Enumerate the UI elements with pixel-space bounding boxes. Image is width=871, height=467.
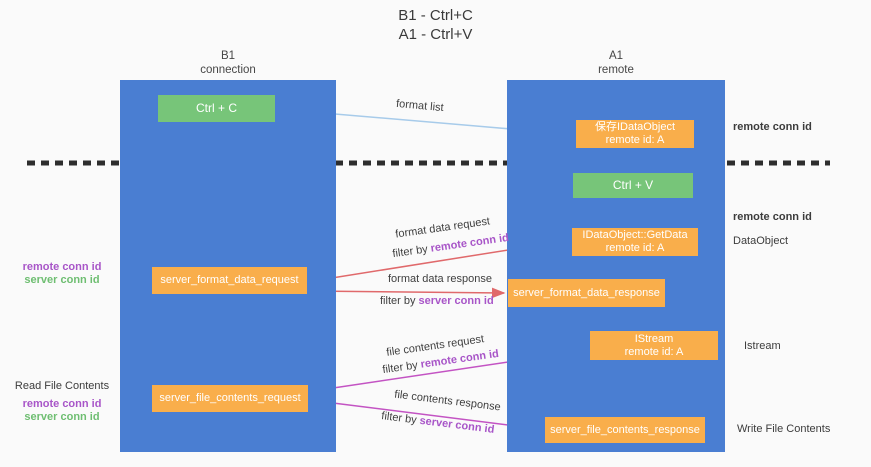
node-server-format-data-request: server_format_data_request: [152, 267, 307, 294]
node-ctrl-c-label: Ctrl + C: [195, 101, 237, 115]
node-idataobject-getdata: IDataObject::GetData remote id: A: [572, 228, 698, 256]
diagram-title: B1 - Ctrl+C A1 - Ctrl+V: [0, 6, 871, 44]
node-ctrl-v-label: Ctrl + V: [612, 178, 654, 192]
node-save-idataobject-line1: 保存IDataObject: [594, 121, 676, 133]
lane-a1-name: A1: [608, 50, 624, 62]
node-istream-line2: remote id: A: [624, 345, 684, 358]
label-format-data-response: format data response: [388, 273, 492, 285]
node-server-file-contents-response: server_file_contents_response: [545, 417, 705, 443]
node-ctrl-v: Ctrl + V: [573, 173, 693, 198]
arrow-format-data-response: [307, 287, 506, 299]
annotation-istream: Istream: [744, 340, 781, 352]
label-format-list: format list: [395, 97, 445, 115]
node-server-file-contents-request: server_file_contents_request: [152, 385, 308, 412]
server-conn-id-text: server conn id: [418, 295, 494, 307]
annotation-left-conn-ids-top: remote conn id server conn id: [8, 261, 116, 287]
node-getdata-line1: IDataObject::GetData: [582, 229, 688, 241]
annotation-left-conn-ids-bottom: remote conn id server conn id: [8, 398, 116, 424]
lane-a1-sub: remote: [598, 64, 634, 76]
node-save-idataobject: 保存IDataObject remote id: A: [576, 120, 694, 148]
filter-by-text: filter by: [380, 410, 418, 427]
lane-header-a1: A1 remote: [507, 49, 725, 77]
annotation-write-file-contents: Write File Contents: [737, 423, 831, 435]
server-conn-id-text: server conn id: [418, 414, 495, 436]
node-format-request-label: server_format_data_request: [160, 274, 299, 286]
node-istream-line1: IStream: [634, 332, 674, 345]
annotation-left-server-conn-id-1: server conn id: [24, 274, 100, 286]
filter-by-text: filter by: [380, 295, 416, 307]
annotation-read-file-contents: Read File Contents: [14, 380, 110, 392]
lane-b1-name: B1: [220, 50, 236, 62]
title-line-2: A1 - Ctrl+V: [398, 26, 473, 43]
remote-conn-id-text: remote conn id: [429, 231, 510, 255]
annotation-left-server-conn-id-2: server conn id: [24, 411, 100, 423]
node-server-format-data-response: server_format_data_response: [508, 279, 665, 307]
annotation-remote-conn-id-top: remote conn id: [733, 121, 812, 133]
annotation-dataobject: DataObject: [733, 235, 789, 247]
node-istream: IStream remote id: A: [590, 331, 718, 360]
annotation-left-remote-conn-id-2: remote conn id: [22, 398, 102, 410]
node-ctrl-c: Ctrl + C: [158, 95, 275, 122]
node-file-request-label: server_file_contents_request: [159, 392, 301, 404]
lane-header-b1: B1 connection: [120, 49, 336, 77]
title-line-1: B1 - Ctrl+C: [398, 7, 473, 24]
node-save-idataobject-line2: remote id: A: [605, 134, 665, 146]
node-getdata-line2: remote id: A: [605, 242, 665, 254]
label-file-contents-response: file contents response: [393, 388, 502, 414]
annotation-remote-conn-id-mid: remote conn id: [733, 211, 812, 223]
node-format-response-label: server_format_data_response: [513, 286, 660, 299]
filter-by-text: filter by: [391, 243, 429, 261]
filter-by-text: filter by: [381, 359, 419, 377]
annotation-left-remote-conn-id-1: remote conn id: [22, 261, 102, 273]
node-file-response-label: server_file_contents_response: [550, 423, 700, 436]
lane-b1-sub: connection: [200, 64, 256, 76]
